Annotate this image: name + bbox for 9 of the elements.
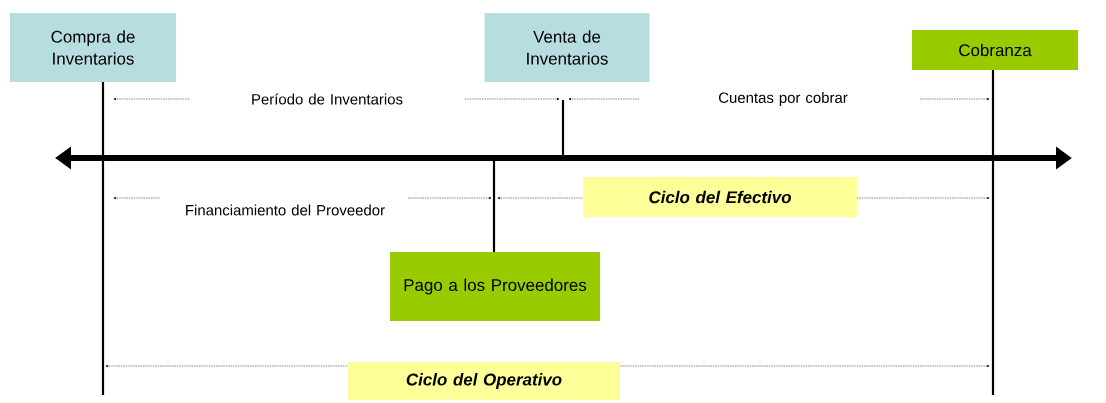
span-label: Período de Inventarios <box>252 93 403 105</box>
span-label: Financiamiento del Proveedor <box>186 204 385 216</box>
highlight-box: Ciclo del Efectivo <box>583 177 857 217</box>
event-box: Pago a los Proveedores <box>390 252 600 321</box>
event-box: Cobranza <box>912 30 1078 70</box>
event-box: Venta de Inventarios <box>484 13 650 82</box>
span-label: Cuentas por cobrar <box>719 92 848 106</box>
event-box: Compra de Inventarios <box>10 13 176 82</box>
highlight-box: Ciclo del Operativo <box>348 362 620 400</box>
